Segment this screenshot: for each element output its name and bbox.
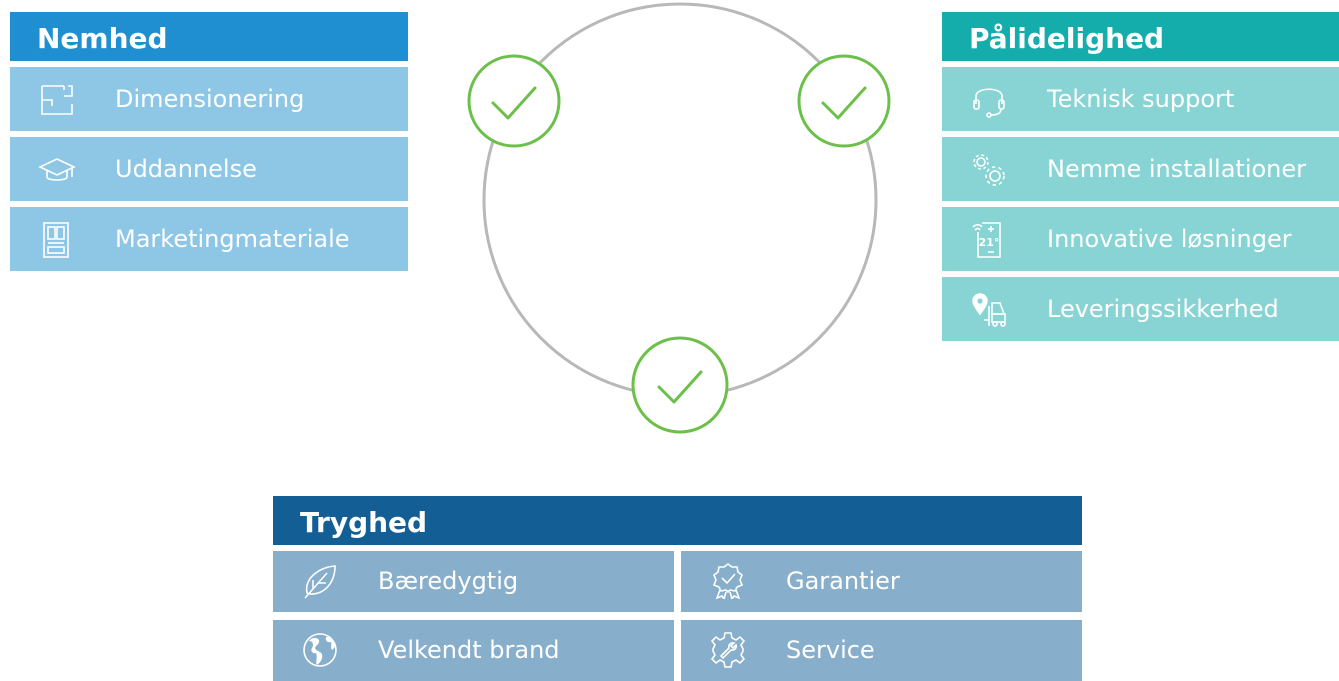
award-badge-icon	[709, 563, 747, 599]
palidelighed-item-innovative-losninger: 21° Innovative løsninger	[942, 207, 1339, 271]
tryghed-item-label: Bæredygtig	[378, 567, 519, 595]
tryghed-panel: Tryghed Bæredygtig Garantier	[273, 496, 1082, 681]
checkmark-top-left-icon	[467, 54, 561, 148]
palidelighed-item-leveringssikkerhed: Leveringssikkerhed	[942, 277, 1339, 341]
palidelighed-item-label: Leveringssikkerhed	[1047, 295, 1279, 323]
globe-icon	[301, 632, 339, 668]
nemhed-panel: Nemhed Dimensionering Uddannelse	[10, 12, 408, 271]
service-gear-icon	[709, 632, 747, 668]
floor-plan-icon	[38, 82, 76, 118]
checkmark-bottom-icon	[631, 336, 729, 434]
nemhed-title: Nemhed	[10, 12, 408, 61]
palidelighed-title: Pålidelighed	[942, 12, 1339, 61]
tryghed-item-garantier: Garantier	[681, 551, 1082, 612]
palidelighed-item-teknisk-support: Teknisk support	[942, 67, 1339, 131]
palidelighed-item-nemme-installationer: Nemme installationer	[942, 137, 1339, 201]
brochure-icon	[38, 222, 76, 258]
tryghed-item-baeredygtig: Bæredygtig	[273, 551, 674, 612]
nemhed-item-dimensionering: Dimensionering	[10, 67, 408, 131]
nemhed-item-label: Marketingmateriale	[115, 225, 350, 253]
tryghed-item-label: Garantier	[786, 567, 900, 595]
checkmark-top-right-icon	[797, 54, 891, 148]
nemhed-item-marketingmateriale: Marketingmateriale	[10, 207, 408, 271]
tryghed-title: Tryghed	[273, 496, 1082, 545]
tryghed-item-label: Service	[786, 636, 875, 664]
palidelighed-item-label: Innovative løsninger	[1047, 225, 1292, 253]
headset-icon	[970, 82, 1008, 118]
location-forklift-icon	[970, 292, 1008, 328]
palidelighed-item-label: Teknisk support	[1047, 85, 1235, 113]
nemhed-item-label: Dimensionering	[115, 85, 305, 113]
nemhed-item-uddannelse: Uddannelse	[10, 137, 408, 201]
thermostat-reading: 21°	[979, 236, 1000, 249]
tryghed-item-velkendt-brand: Velkendt brand	[273, 620, 674, 681]
nemhed-item-label: Uddannelse	[115, 155, 257, 183]
graduation-cap-icon	[38, 152, 76, 188]
tryghed-item-service: Service	[681, 620, 1082, 681]
gears-icon	[970, 152, 1008, 188]
palidelighed-item-label: Nemme installationer	[1047, 155, 1307, 183]
palidelighed-panel: Pålidelighed Teknisk support Nemme insta…	[942, 12, 1339, 341]
smart-thermostat-icon: 21°	[970, 222, 1008, 258]
leaf-icon	[301, 563, 339, 599]
tryghed-item-label: Velkendt brand	[378, 636, 560, 664]
